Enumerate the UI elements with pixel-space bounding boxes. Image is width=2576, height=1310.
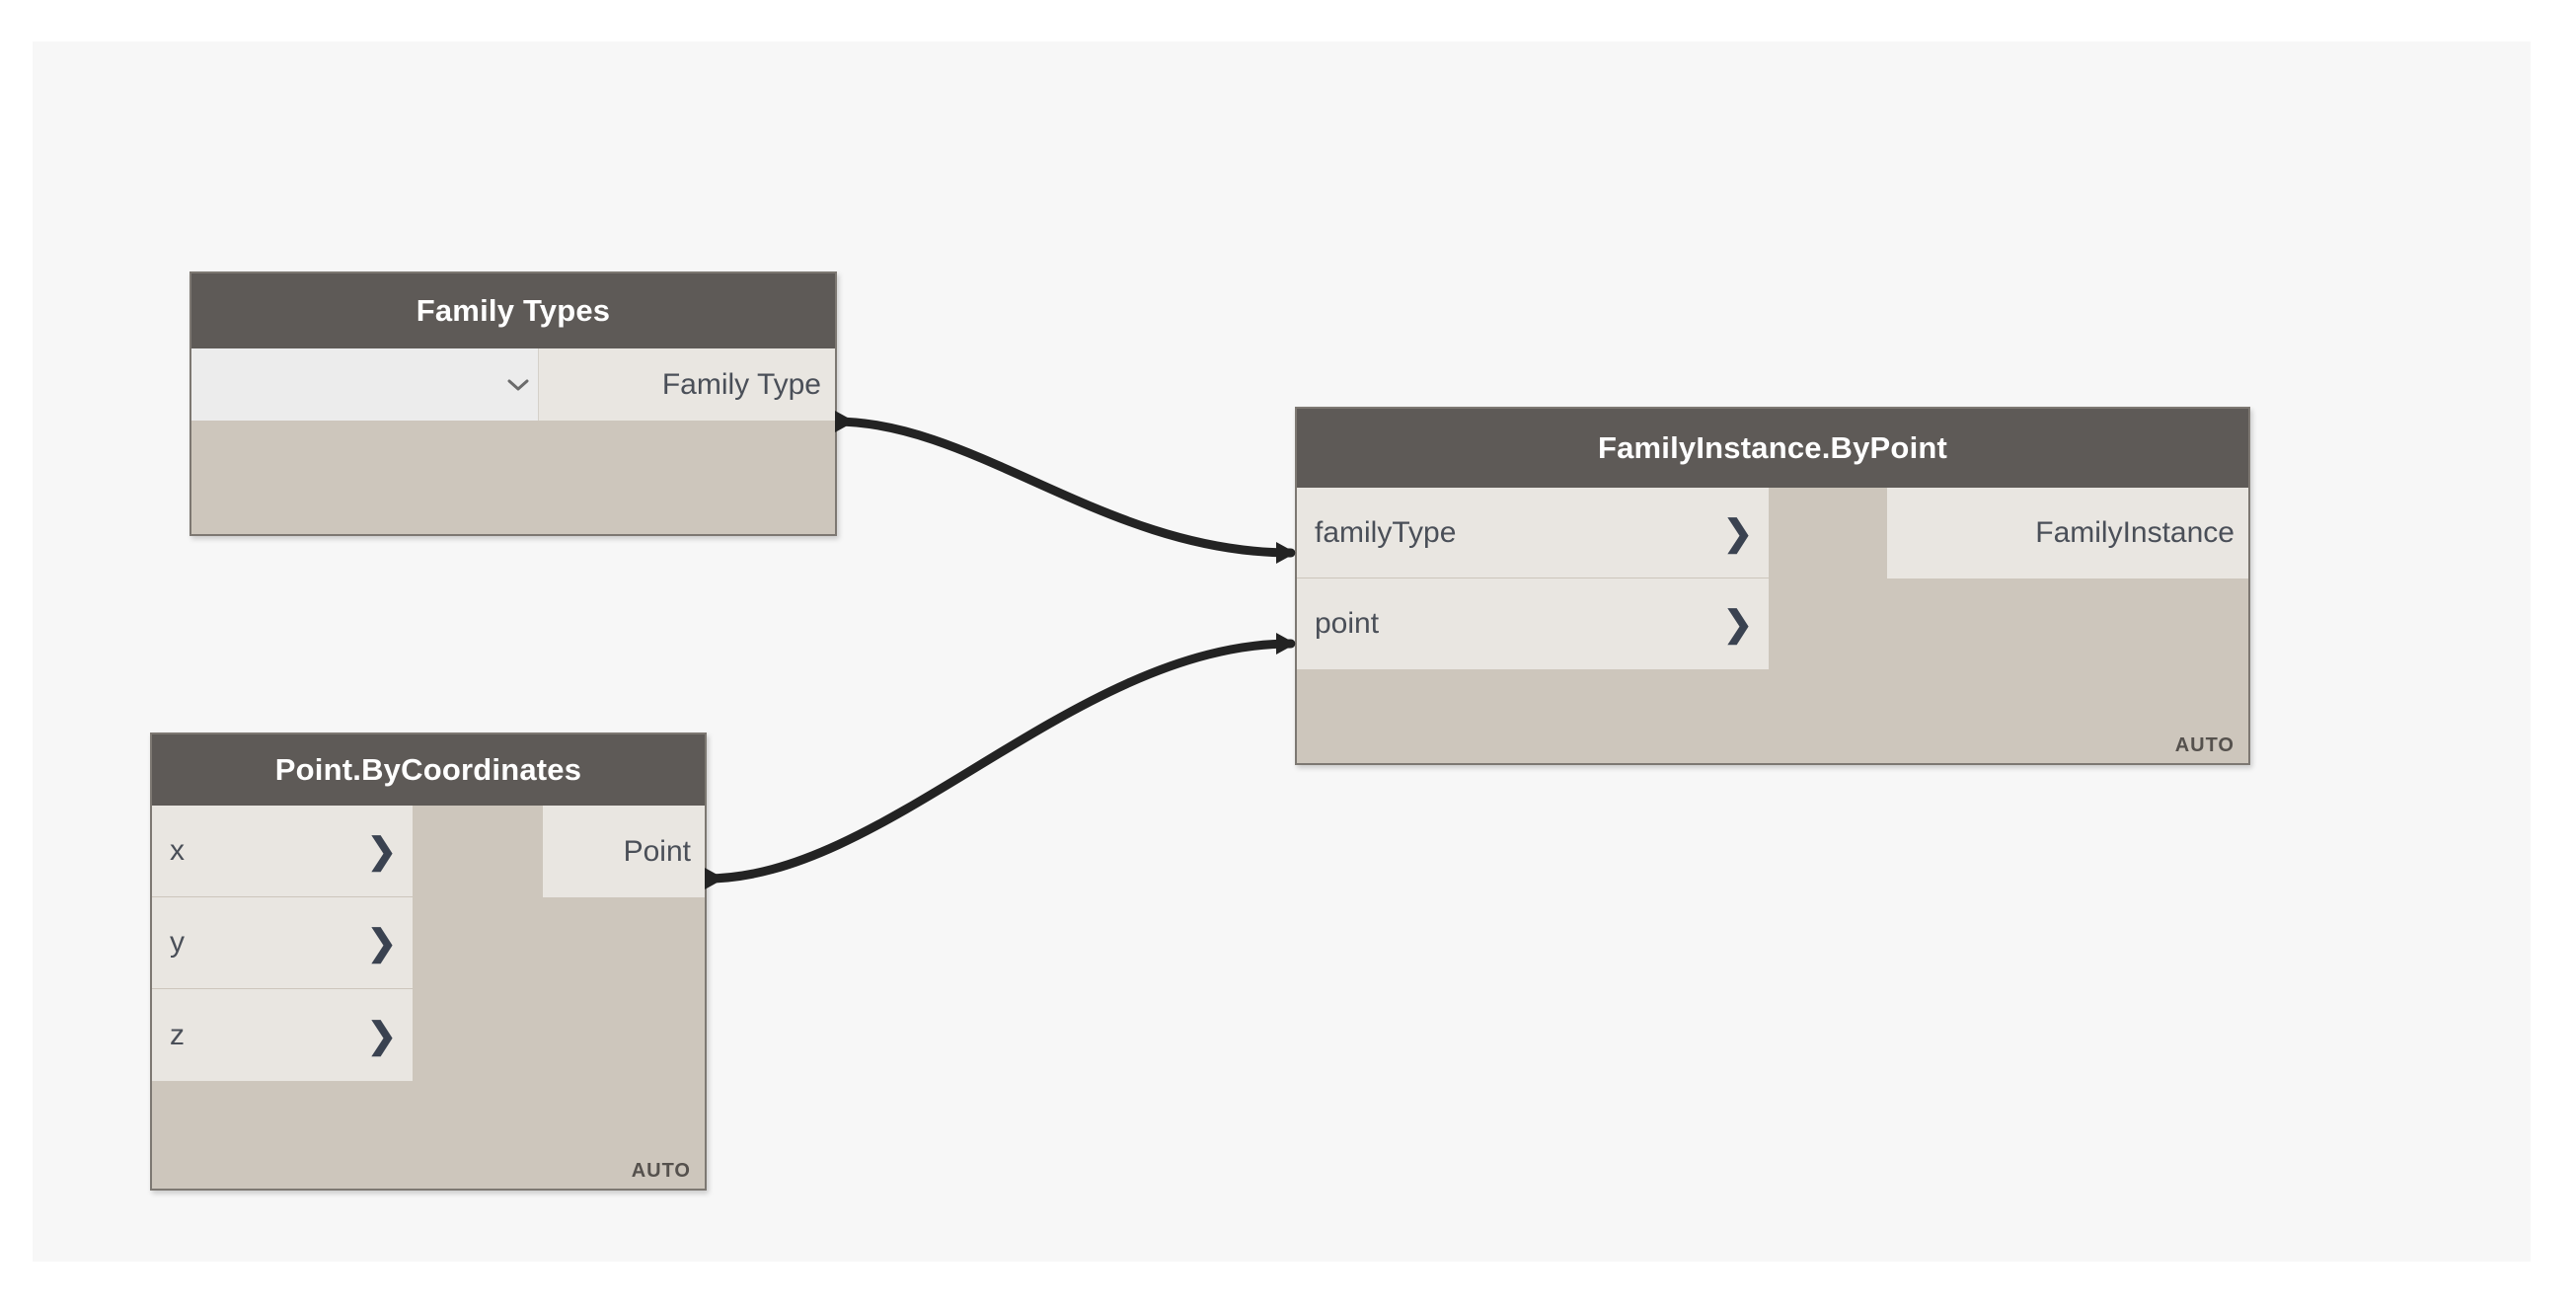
input-ports-point-by-coordinates: x ❯ y ❯ z ❯ xyxy=(152,806,413,1081)
node-title-point-by-coordinates: Point.ByCoordinates xyxy=(152,734,705,806)
node-family-instance-by-point[interactable]: FamilyInstance.ByPoint familyType ❯ poin… xyxy=(1295,407,2250,765)
chevron-right-icon: ❯ xyxy=(366,1014,397,1055)
output-ports-family-instance: FamilyInstance xyxy=(1887,488,2248,578)
chevron-right-icon: ❯ xyxy=(1722,603,1753,644)
output-ports-family-types: Family Type xyxy=(539,348,835,421)
input-port-familytype-label: familyType xyxy=(1315,515,1457,549)
input-port-point-label: point xyxy=(1315,607,1380,640)
chevron-right-icon: ❯ xyxy=(1722,511,1753,553)
output-connector-point[interactable] xyxy=(705,868,724,889)
chevron-down-icon[interactable] xyxy=(498,373,538,397)
output-ports-point-by-coordinates: Point xyxy=(543,806,705,897)
input-port-z-label: z xyxy=(170,1018,185,1051)
node-body-family-instance-by-point: familyType ❯ point ❯ FamilyInstance AUTO xyxy=(1297,488,2248,763)
node-title-family-instance-by-point: FamilyInstance.ByPoint xyxy=(1297,409,2248,488)
input-port-y-label: y xyxy=(170,926,185,959)
input-port-point[interactable]: point ❯ xyxy=(1297,578,1769,669)
chevron-right-icon: ❯ xyxy=(366,922,397,963)
node-body-point-by-coordinates: x ❯ y ❯ z ❯ Point AUTO xyxy=(152,806,705,1189)
node-title-family-types: Family Types xyxy=(191,273,835,348)
output-port-familyinstance[interactable]: FamilyInstance xyxy=(1887,488,2248,578)
node-body-family-types: Family Type xyxy=(191,348,835,534)
input-port-familytype[interactable]: familyType ❯ xyxy=(1297,488,1769,578)
input-port-y[interactable]: y ❯ xyxy=(152,897,413,989)
input-connector-point[interactable] xyxy=(1276,633,1296,655)
family-type-dropdown[interactable] xyxy=(191,348,539,421)
input-port-z[interactable]: z ❯ xyxy=(152,989,413,1081)
input-port-x[interactable]: x ❯ xyxy=(152,806,413,897)
output-port-point[interactable]: Point xyxy=(543,806,705,897)
chevron-right-icon: ❯ xyxy=(366,830,397,871)
input-port-x-label: x xyxy=(170,834,185,867)
input-ports-family-instance: familyType ❯ point ❯ xyxy=(1297,488,1769,669)
input-connector-familytype[interactable] xyxy=(1276,542,1296,564)
node-family-types[interactable]: Family Types Family Type xyxy=(189,271,837,536)
output-connector-family-type[interactable] xyxy=(835,411,855,432)
output-port-family-type[interactable]: Family Type xyxy=(539,348,835,421)
auto-badge-point-by-coordinates: AUTO xyxy=(631,1160,691,1182)
auto-badge-family-instance: AUTO xyxy=(2174,734,2235,756)
node-point-by-coordinates[interactable]: Point.ByCoordinates x ❯ y ❯ z ❯ Point AU… xyxy=(150,732,707,1191)
